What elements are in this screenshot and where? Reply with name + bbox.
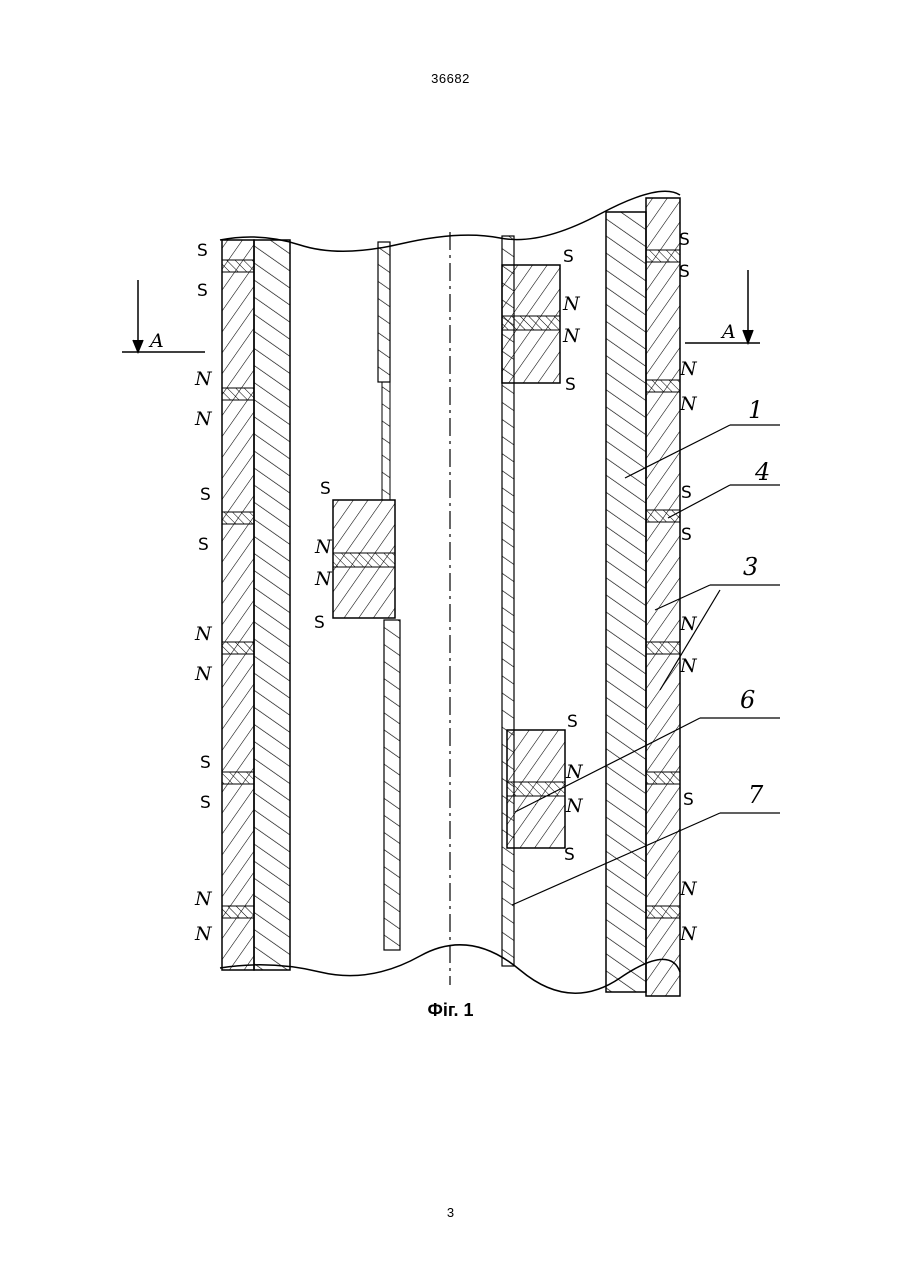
- svg-text:N: N: [314, 568, 333, 590]
- svg-text:N: N: [565, 795, 584, 817]
- svg-text:N: N: [194, 623, 213, 645]
- svg-text:S: S: [200, 753, 211, 773]
- svg-text:N: N: [194, 408, 213, 430]
- page-number: 3: [0, 1205, 901, 1220]
- svg-text:S: S: [681, 525, 692, 545]
- svg-text:S: S: [683, 790, 694, 810]
- svg-text:N: N: [679, 655, 698, 677]
- svg-text:S: S: [197, 241, 208, 261]
- callout-3: 3: [743, 553, 758, 581]
- svg-text:S: S: [564, 845, 575, 865]
- pole-labels-inner-right: S N N S S N N S: [562, 247, 584, 865]
- svg-text:S: S: [200, 485, 211, 505]
- svg-text:S: S: [681, 483, 692, 503]
- section-label-right: A: [720, 321, 736, 343]
- svg-text:N: N: [314, 536, 333, 558]
- svg-text:N: N: [679, 358, 698, 380]
- technical-drawing: A A S S N N S S N N S S N N S N N S S N …: [115, 180, 795, 1005]
- pole-labels-right: S S N N S S N N S N N: [679, 230, 698, 945]
- svg-text:S: S: [567, 712, 578, 732]
- svg-text:N: N: [194, 663, 213, 685]
- svg-text:N: N: [562, 325, 581, 347]
- svg-text:S: S: [200, 793, 211, 813]
- svg-text:S: S: [565, 375, 576, 395]
- left-magnet-column: [222, 240, 254, 970]
- svg-text:S: S: [197, 281, 208, 301]
- svg-text:N: N: [679, 923, 698, 945]
- svg-text:N: N: [565, 761, 584, 783]
- svg-text:S: S: [679, 230, 690, 250]
- section-label-left: A: [148, 330, 164, 352]
- patent-number: 36682: [0, 71, 901, 86]
- inner-left-rod: [378, 242, 390, 382]
- svg-text:N: N: [194, 888, 213, 910]
- right-magnet-column: [646, 198, 680, 996]
- svg-text:S: S: [679, 262, 690, 282]
- right-outer-pipe: [606, 212, 646, 992]
- svg-text:N: N: [194, 923, 213, 945]
- figure-caption: Фіг. 1: [0, 1000, 901, 1021]
- callout-7: 7: [748, 781, 764, 809]
- pole-labels-left: S S N N S S N N S S N N: [194, 241, 213, 945]
- svg-text:N: N: [679, 393, 698, 415]
- pole-labels-inner-left: S N N S: [314, 479, 333, 633]
- left-outer-pipe: [254, 240, 290, 970]
- callout-1: 1: [748, 396, 763, 424]
- svg-text:N: N: [562, 293, 581, 315]
- svg-text:S: S: [314, 613, 325, 633]
- svg-text:N: N: [679, 878, 698, 900]
- svg-text:S: S: [563, 247, 574, 267]
- svg-text:N: N: [194, 368, 213, 390]
- callout-4: 4: [754, 458, 770, 486]
- svg-text:S: S: [198, 535, 209, 555]
- callout-6: 6: [740, 686, 755, 714]
- svg-text:S: S: [320, 479, 331, 499]
